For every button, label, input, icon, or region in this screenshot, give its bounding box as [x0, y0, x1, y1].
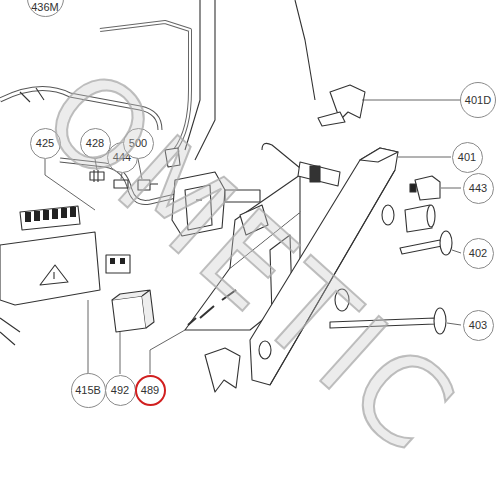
housing-edge [270, 170, 395, 385]
switch-pin [410, 184, 416, 192]
wire [0, 318, 20, 345]
callout-circle: 425 [30, 128, 61, 159]
callout-number: 402 [469, 248, 487, 259]
callout-number: 403 [469, 320, 487, 331]
leader-lines [45, 100, 461, 374]
warning-triangle [40, 265, 68, 285]
pipe-clip [20, 88, 44, 102]
igniter [298, 162, 340, 186]
valve-body [185, 185, 212, 230]
shaft [330, 318, 435, 328]
fitting-part [165, 148, 180, 167]
callout-number: 443 [469, 183, 487, 194]
housing-hole [335, 289, 349, 311]
wire [295, 0, 315, 100]
callout-number: 436M [31, 2, 59, 13]
connector-pin [120, 258, 125, 264]
callout-circle: 436M [27, 0, 64, 17]
sleeve-end [427, 205, 435, 227]
pcb-component [188, 290, 236, 325]
pipe [0, 89, 160, 130]
nipple-part [90, 170, 104, 182]
gas-valve [172, 172, 225, 236]
watermark: OMETIC [17, 42, 483, 481]
callout-number: 401 [458, 152, 476, 163]
valve-knob-shaft [225, 190, 260, 202]
callout-circle: 415B [71, 373, 106, 408]
connector-block [106, 255, 130, 273]
terminal-screws [25, 207, 76, 222]
callout-circle: 428 [80, 128, 111, 159]
injector-part [138, 180, 158, 190]
pcb-component [240, 205, 268, 235]
pcb-board [230, 175, 300, 268]
thermocouple-wire [262, 143, 300, 168]
housing-hole [259, 341, 271, 359]
knob [434, 308, 446, 334]
callout-circle: 443 [463, 173, 494, 204]
pipe [0, 89, 160, 130]
connector-pin [110, 258, 115, 264]
warning-mark [53, 272, 54, 279]
housing [250, 148, 398, 385]
callout-number: 489 [141, 385, 159, 396]
housing-hole [382, 205, 394, 225]
callout-circle: 492 [105, 375, 136, 406]
wire [185, 0, 215, 160]
callout-number: 401D [465, 95, 491, 106]
callout-circle: 489 [135, 375, 166, 406]
clip [205, 348, 240, 392]
switch-part [415, 176, 440, 200]
cover-plate [0, 232, 100, 305]
callout-circle: 500 [123, 128, 154, 159]
callout-number: 415B [75, 385, 101, 396]
terminal-block [20, 206, 80, 230]
clip-foot [318, 112, 345, 126]
callout-number: 428 [86, 138, 104, 149]
callout-circle: 402 [463, 238, 494, 269]
callout-number: 425 [36, 138, 54, 149]
control-module [112, 290, 154, 328]
shaft [400, 240, 442, 254]
callout-circle: 403 [463, 310, 494, 341]
callout-circle: 401D [460, 82, 496, 118]
fitting-part [114, 180, 128, 188]
knob [440, 231, 452, 255]
callout-number: 492 [111, 385, 129, 396]
control-module [112, 296, 146, 332]
callout-circle: 401 [452, 142, 483, 173]
callout-number: 500 [129, 138, 147, 149]
igniter-sleeve [310, 166, 320, 182]
housing-top [360, 148, 398, 162]
